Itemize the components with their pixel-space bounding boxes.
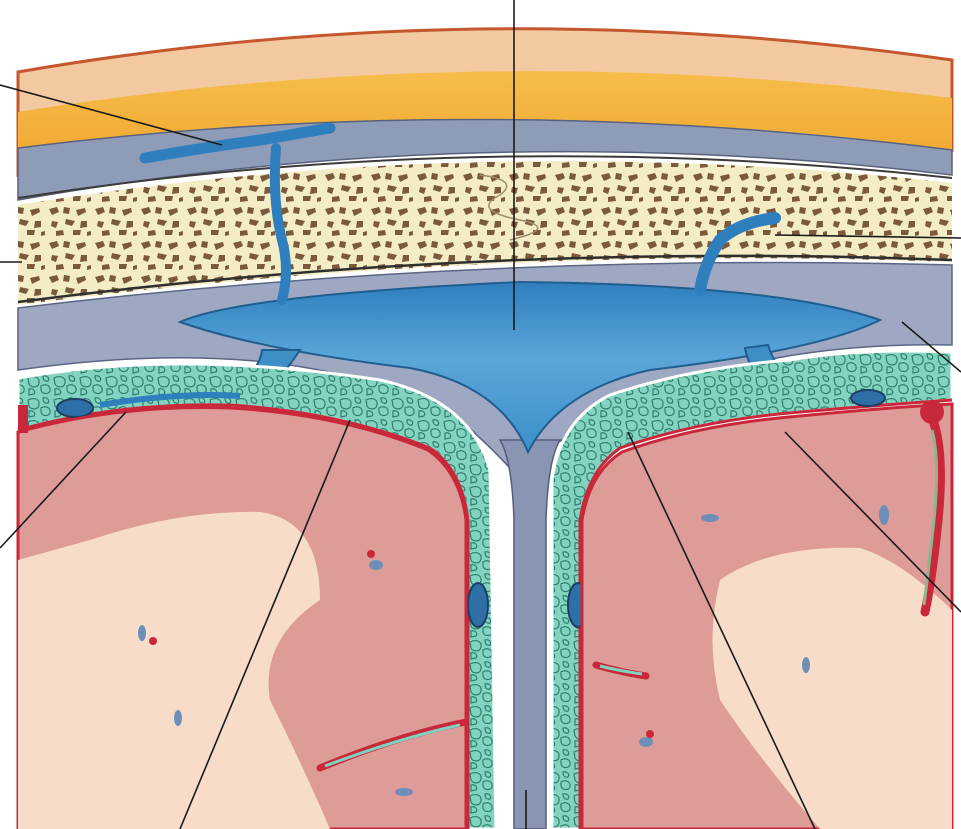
- left-edge-cap: [18, 405, 28, 433]
- right-hemisphere: [582, 400, 952, 829]
- falx-vessel-left: [468, 583, 488, 627]
- cortex-vessel-right-4: [802, 657, 810, 673]
- subarachnoid-vessel-right: [851, 390, 885, 406]
- cortex-vessel-left-4: [149, 637, 157, 645]
- cortex-vessel-right-5: [639, 737, 653, 747]
- cortex-vessel-right-6: [646, 730, 654, 738]
- cortex-vessel-right-3: [879, 505, 889, 525]
- cortex-vessel-left-1: [369, 560, 383, 570]
- cortex-vessel-left-5: [174, 710, 182, 726]
- subarachnoid-vessel-left: [57, 399, 93, 417]
- left-hemisphere: [18, 408, 466, 829]
- cortex-vessel-right-2: [701, 514, 719, 522]
- cortex-vessel-right-1: [920, 400, 944, 424]
- cortex-vessel-left-2: [367, 550, 375, 558]
- cortex-vessel-left-3: [138, 625, 146, 641]
- cortex-vessel-left-6: [395, 788, 413, 796]
